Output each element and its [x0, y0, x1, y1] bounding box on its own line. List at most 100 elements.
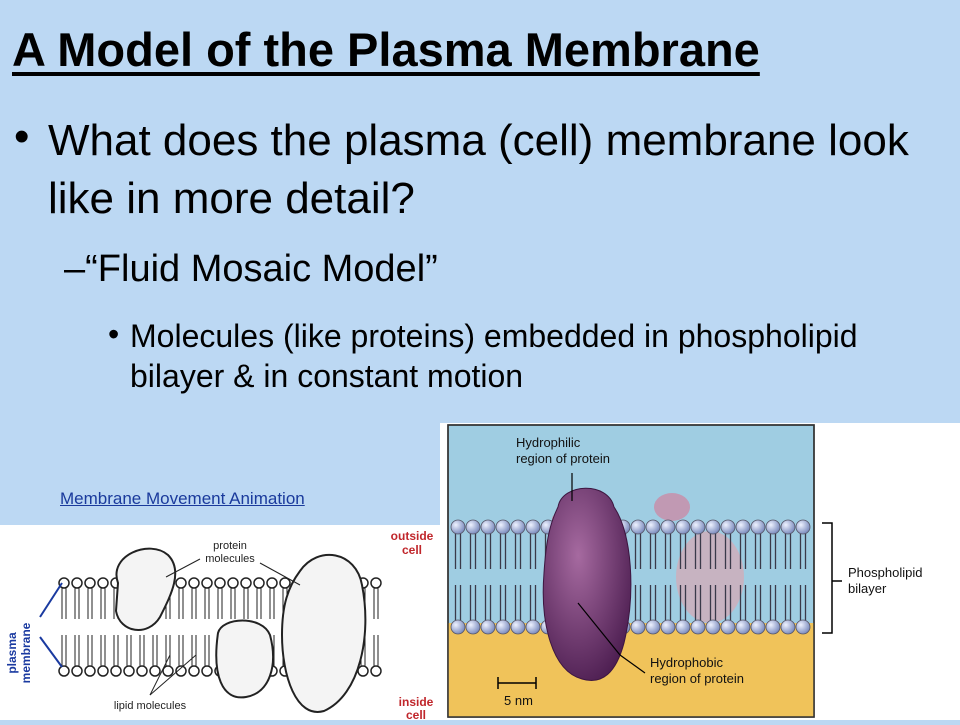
- lipid-head: [227, 577, 239, 589]
- lipid-head: [214, 577, 226, 589]
- lipid-molecules-label: lipid molecules: [114, 700, 187, 712]
- phospholipid-head: [780, 519, 796, 535]
- lipid-head: [149, 665, 161, 677]
- lipid-head: [188, 577, 200, 589]
- protein-molecule-3: [280, 554, 367, 713]
- lipid-head: [84, 665, 96, 677]
- bullet-level2: –“Fluid Mosaic Model”: [64, 248, 438, 290]
- leader-line: [149, 654, 197, 696]
- phospholipid-head: [450, 519, 466, 535]
- lipid-head: [370, 665, 382, 677]
- phospholipid-head: [765, 619, 781, 635]
- phospholipid-label-2: bilayer: [848, 581, 887, 596]
- phospholipid-head: [705, 519, 721, 535]
- outside-cell-label-1: outside: [391, 529, 434, 543]
- phospholipid-head: [660, 619, 676, 635]
- phospholipid-head: [465, 619, 481, 635]
- phospholipid-head: [750, 519, 766, 535]
- leader-line: [149, 654, 171, 696]
- membrane-bracket-line: [39, 636, 63, 668]
- lipid-head: [58, 665, 70, 677]
- lipid-head: [201, 665, 213, 677]
- protein-molecule-1: [114, 547, 177, 631]
- lipid-head: [71, 665, 83, 677]
- inside-cell-label-2: cell: [406, 708, 426, 720]
- protein-molecule-2: [215, 619, 274, 699]
- lipid-head: [370, 577, 382, 589]
- lipid-head: [279, 577, 291, 589]
- membrane-label: membrane: [19, 622, 33, 683]
- phospholipid-head: [510, 519, 526, 535]
- hydrophobic-leader: [577, 602, 621, 656]
- phospholipid-head: [780, 619, 796, 635]
- bilayer-bracket: [822, 522, 833, 634]
- protein-label-2: molecules: [205, 553, 255, 565]
- inside-cell-label-1: inside: [399, 695, 434, 709]
- hydrophobic-label-2: region of protein: [650, 671, 744, 686]
- phospholipid-head: [690, 619, 706, 635]
- membrane-bracket-line: [39, 582, 63, 618]
- lipid-head: [110, 665, 122, 677]
- phospholipid-head: [465, 519, 481, 535]
- phospholipid-head: [630, 519, 646, 535]
- bullet-level1-text: What does the plasma (cell) membrane loo…: [48, 116, 909, 223]
- lipid-head: [357, 665, 369, 677]
- phospholipid-head: [795, 619, 811, 635]
- membrane-color-figure: Hydrophilic region of protein Phospholip…: [440, 423, 960, 720]
- bullet-dot: •: [14, 112, 30, 161]
- lipid-head: [162, 665, 174, 677]
- phospholipid-head: [480, 519, 496, 535]
- lipid-head: [97, 577, 109, 589]
- bullet-level3-text: Molecules (like proteins) embedded in ph…: [130, 318, 858, 394]
- lipid-head: [201, 577, 213, 589]
- phospholipid-head: [795, 519, 811, 535]
- lipid-head: [240, 577, 252, 589]
- hydrophobic-label-1: Hydrophobic: [650, 655, 723, 670]
- plasma-label: plasma: [5, 632, 19, 674]
- phospholipid-head: [675, 619, 691, 635]
- hydrophilic-label-2: region of protein: [516, 451, 610, 466]
- phospholipid-head: [645, 519, 661, 535]
- figure-border: [447, 424, 815, 718]
- phospholipid-head: [720, 519, 736, 535]
- leader-line: [259, 562, 301, 586]
- lipid-head: [175, 577, 187, 589]
- scale-label: 5 nm: [504, 693, 533, 708]
- lipid-head: [188, 665, 200, 677]
- cytoplasm-region: [448, 623, 814, 717]
- phospholipid-head: [645, 619, 661, 635]
- phospholipid-head: [735, 619, 751, 635]
- bullet-dot-small: •: [108, 316, 120, 352]
- membrane-color-svg: Hydrophilic region of protein Phospholip…: [447, 424, 922, 718]
- phospholipid-head: [690, 519, 706, 535]
- membrane-sketch-svg: protein molecules outside cell inside ce…: [5, 529, 434, 722]
- phospholipid-head: [495, 519, 511, 535]
- lipid-head: [84, 577, 96, 589]
- phospholipid-head: [495, 619, 511, 635]
- phospholipid-head: [510, 619, 526, 635]
- hydrophilic-label-1: Hydrophilic: [516, 435, 581, 450]
- phospholipid-head: [750, 619, 766, 635]
- lipid-head: [123, 665, 135, 677]
- phospholipid-head: [630, 619, 646, 635]
- phospholipid-head: [525, 619, 541, 635]
- membrane-sketch-figure: protein molecules outside cell inside ce…: [0, 525, 440, 722]
- phospholipid-head: [450, 619, 466, 635]
- phospholipid-head: [735, 519, 751, 535]
- hydrophobic-leader-2: [619, 654, 646, 674]
- lipid-head: [97, 665, 109, 677]
- membrane-animation-link[interactable]: Membrane Movement Animation: [60, 489, 305, 508]
- lipid-head: [136, 665, 148, 677]
- phospholipid-label-1: Phospholipid: [848, 565, 922, 580]
- integral-protein: [542, 487, 632, 681]
- phospholipid-head: [720, 619, 736, 635]
- phospholipid-head: [765, 519, 781, 535]
- lipid-head: [253, 577, 265, 589]
- phospholipid-head: [480, 619, 496, 635]
- protein-label-1: protein: [213, 540, 247, 552]
- peripheral-protein: [654, 493, 690, 521]
- phospholipid-head: [525, 519, 541, 535]
- lipid-head: [175, 665, 187, 677]
- lipid-head: [71, 577, 83, 589]
- phospholipid-head: [660, 519, 676, 535]
